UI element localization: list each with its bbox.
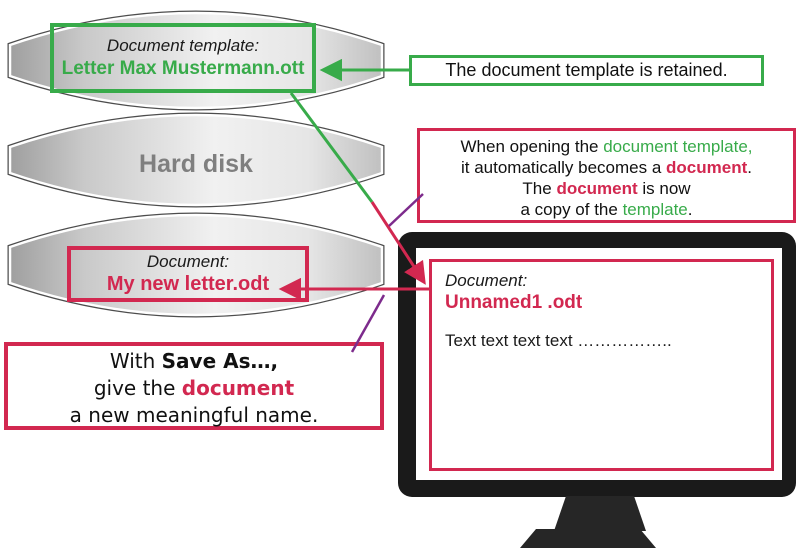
- when-line4-period: .: [687, 200, 693, 219]
- monitor: [398, 232, 796, 548]
- when-opening-annotation-box: When opening the document template, it a…: [417, 128, 796, 223]
- when-line1-template: document template,: [603, 137, 753, 156]
- monitor-stand-neck: [554, 496, 646, 531]
- document-box-title: Document:: [146, 252, 230, 271]
- monitor-screen: [416, 248, 782, 480]
- when-opening-line2: it automatically becomes a document.: [420, 157, 793, 178]
- when-opening-line4: a copy of the template.: [420, 199, 793, 220]
- template-box: Document template: Letter Max Mustermann…: [50, 23, 316, 93]
- save-as-line3: a new meaningful name.: [69, 403, 319, 427]
- when-line4-text: a copy of the: [520, 200, 623, 219]
- hard-disk-label: Hard disk: [139, 150, 253, 178]
- template-box-title: Document template:: [106, 36, 260, 55]
- screen-document-title: Document:: [445, 271, 528, 290]
- save-as-line1: With Save As…,: [8, 348, 380, 375]
- document-box: Document: My new letter.odt: [67, 246, 309, 302]
- when-line3-rest: is now: [637, 179, 691, 198]
- save-as-line2: give the document: [8, 375, 380, 402]
- when-line2-document: document: [666, 158, 748, 177]
- when-line3-document: document: [556, 179, 638, 198]
- screen-document-body: Text text text text ……………..: [445, 331, 672, 350]
- saveas-line2-document: document: [181, 376, 295, 400]
- when-line4-template: template: [622, 200, 688, 219]
- monitor-stand-base: [520, 529, 656, 548]
- screen-document-box: Document: Unnamed1 .odt Text text text t…: [429, 259, 774, 471]
- when-line2-period: .: [747, 158, 752, 177]
- when-line1-text: When opening the: [460, 137, 604, 156]
- screen-document-filename: Unnamed1 .odt: [445, 292, 583, 313]
- retained-annotation-text: The document template is retained.: [445, 60, 728, 80]
- template-box-filename: Letter Max Mustermann.ott: [61, 58, 305, 79]
- saveas-line2-text: give the: [93, 376, 182, 400]
- retained-annotation-box: The document template is retained.: [409, 55, 764, 86]
- disk-segment-middle: [7, 112, 385, 208]
- when-opening-line3: The document is now: [420, 178, 793, 199]
- when-line2-text: it automatically becomes a: [460, 158, 667, 177]
- when-line3-text: The: [522, 179, 557, 198]
- document-box-filename: My new letter.odt: [106, 273, 270, 295]
- saveas-line1-command: Save As…,: [161, 349, 279, 373]
- save-as-annotation-box: With Save As…, give the document a new m…: [4, 342, 384, 430]
- disk-segment-top: [7, 10, 385, 111]
- saveas-line1-text: With: [109, 349, 162, 373]
- when-opening-line1: When opening the document template,: [420, 136, 793, 157]
